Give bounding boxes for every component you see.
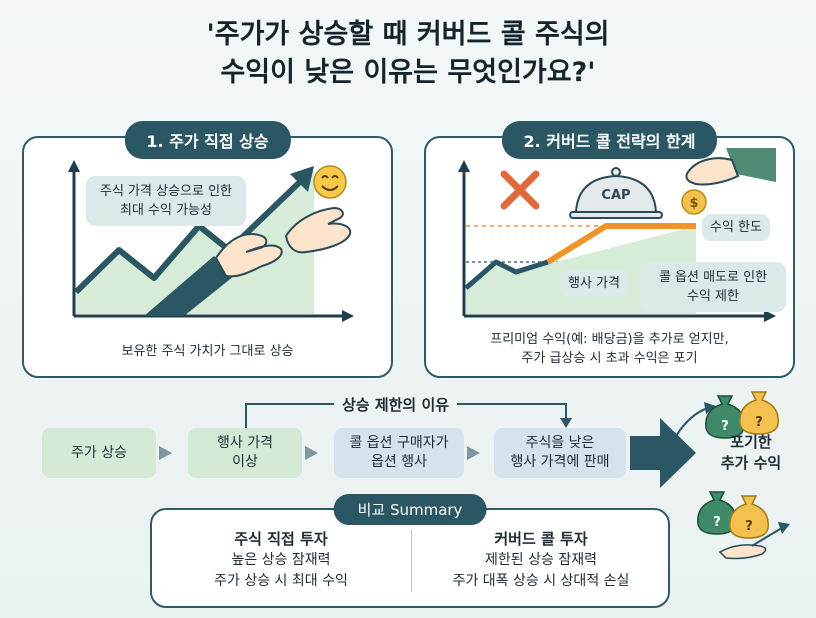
step-2-line-2: 이상 xyxy=(232,454,258,470)
sleeve xyxy=(144,256,234,316)
open-hand-icon xyxy=(685,157,740,186)
up-arrow-line xyxy=(675,407,709,437)
svg-text:?: ? xyxy=(721,419,729,434)
panel-1-header: 1. 주가 직접 상승 xyxy=(124,121,291,159)
panel-covered-call: $ CAP 수익 한도 행사 가격 콜 옵션 매도로 인한 수익 제한 프리미엄… xyxy=(424,121,795,378)
summary-covered-line-2: 주가 대폭 상승 시 상대적 손실 xyxy=(452,573,630,589)
covered-call-caption: 프리미엄 수익(예: 배당금)을 추가로 얻지만, 주가 급상승 시 초과 수익… xyxy=(426,330,793,368)
capped-return-line xyxy=(546,223,696,265)
up-arrow-line xyxy=(751,527,783,547)
callout-line-2: 최대 수익 가능성 xyxy=(120,203,212,218)
svg-text:?: ? xyxy=(755,415,763,430)
y-axis-arrow xyxy=(458,160,470,172)
step-3-line-1: 콜 옵션 구매자가 xyxy=(349,435,449,451)
reason-bracket-arrow xyxy=(560,418,572,428)
summary-covered-call: 커버드 콜 투자 제한된 상승 잠재력 주가 대폭 상승 시 상대적 손실 xyxy=(416,528,666,592)
up-arrow-head xyxy=(778,522,790,534)
money-bag-icon: ? xyxy=(729,495,769,539)
reason-label: 상승 제한의 이유 xyxy=(334,394,458,415)
step-1-line-1: 주가 상승 xyxy=(71,444,127,461)
flow-step-above-strike: 행사 가격 이상 xyxy=(188,428,302,478)
covered-call-chart: $ xyxy=(458,148,776,322)
cloche-cap-icon xyxy=(569,167,663,219)
x-axis-arrow xyxy=(764,310,776,322)
flow-arrow-1 xyxy=(159,446,172,460)
caption-line-2: 주가 급상승 시 초과 수익은 포기 xyxy=(521,351,698,366)
open-hand-icon xyxy=(214,233,283,278)
callout-line-1: 콜 옵션 매도로 인한 xyxy=(658,270,768,285)
flow-arrow-2 xyxy=(305,446,318,460)
flow-big-arrow xyxy=(630,418,696,488)
money-bag-icon: ? xyxy=(697,491,737,535)
caption-line-1: 프리미엄 수익(예: 배당금)을 추가로 얻지만, xyxy=(490,332,729,347)
svg-text:$: $ xyxy=(689,196,698,211)
summary-panel: 비교 Summary 주식 직접 투자 높은 상승 잠재력 주가 상승 시 최대… xyxy=(150,494,670,608)
direct-stock-chart xyxy=(68,160,354,322)
cap-label: CAP xyxy=(601,188,631,203)
flow-step-sell-at-strike: 주식을 낮은 행사 가격에 판매 xyxy=(494,428,626,478)
sleeve xyxy=(726,148,776,182)
result-line-2: 추가 수익 xyxy=(720,454,782,472)
flow-step-price-rise: 주가 상승 xyxy=(42,428,156,478)
x-axis-arrow xyxy=(342,310,354,322)
step-3-line-2: 옵션 행사 xyxy=(371,454,427,470)
forgone-gain-label: 포기한 추가 수익 xyxy=(696,432,806,474)
strike-price-label: 행사 가격 xyxy=(560,270,628,297)
summary-direct: 주식 직접 투자 높은 상승 잠재력 주가 상승 시 최대 수익 xyxy=(156,528,406,592)
summary-covered-title: 커버드 콜 투자 xyxy=(494,530,588,548)
money-bag-icon: ? xyxy=(739,391,779,435)
growth-area xyxy=(76,170,314,314)
bottom-bags: ? ? xyxy=(697,491,790,560)
up-arrow-head xyxy=(704,402,716,414)
direct-stock-callout: 주식 가격 상승으로 인한 최대 수익 가능성 xyxy=(86,176,246,226)
call-limit-callout: 콜 옵션 매도로 인한 수익 제한 xyxy=(640,262,786,312)
step-2-line-1: 행사 가격 xyxy=(217,435,273,451)
dollar-coin-icon: $ xyxy=(681,189,707,215)
summary-direct-title: 주식 직접 투자 xyxy=(234,530,328,548)
smiley-face-icon xyxy=(313,165,347,199)
result-line-1: 포기한 xyxy=(730,433,772,451)
open-hand-icon xyxy=(718,544,767,560)
open-hand-icon xyxy=(284,206,352,254)
summary-covered-line-1: 제한된 상승 잠재력 xyxy=(485,552,597,568)
callout-line-1: 주식 가격 상승으로 인한 xyxy=(100,184,232,199)
page-title: '주가가 상승할 때 커버드 콜 주식의 수익이 낮은 이유는 무엇인가요?' xyxy=(0,16,816,92)
growth-arrow-head xyxy=(290,166,314,192)
step-4-line-1: 주식을 낮은 xyxy=(525,435,595,451)
step-4-line-2: 행사 가격에 판매 xyxy=(510,454,610,470)
summary-divider xyxy=(411,530,412,592)
summary-direct-line-1: 높은 상승 잠재력 xyxy=(231,552,331,568)
svg-text:?: ? xyxy=(713,515,721,530)
panel-2-header: 2. 커버드 콜 전략의 한계 xyxy=(501,121,718,159)
svg-text:?: ? xyxy=(745,519,753,534)
title-line-2: 수익이 낮은 이유는 무엇인가요?' xyxy=(220,57,596,88)
callout-line-2: 수익 제한 xyxy=(687,289,739,304)
cross-mark-icon xyxy=(500,170,540,210)
flow-step-option-exercise: 콜 옵션 구매자가 옵션 행사 xyxy=(334,428,464,478)
profit-limit-label: 수익 한도 xyxy=(702,214,770,241)
direct-stock-caption: 보유한 주식 가치가 그대로 상승 xyxy=(121,344,294,359)
panel-direct-stock: 주식 가격 상승으로 인한 최대 수익 가능성 보유한 주식 가치가 그대로 상… xyxy=(22,121,393,378)
summary-header: 비교 Summary xyxy=(333,494,487,525)
title-line-1: '주가가 상승할 때 커버드 콜 주식의 xyxy=(206,19,610,50)
price-line xyxy=(464,259,549,290)
y-axis-arrow xyxy=(68,160,80,172)
flow-arrow-3 xyxy=(467,446,480,460)
summary-direct-line-2: 주가 상승 시 최대 수익 xyxy=(214,573,348,589)
